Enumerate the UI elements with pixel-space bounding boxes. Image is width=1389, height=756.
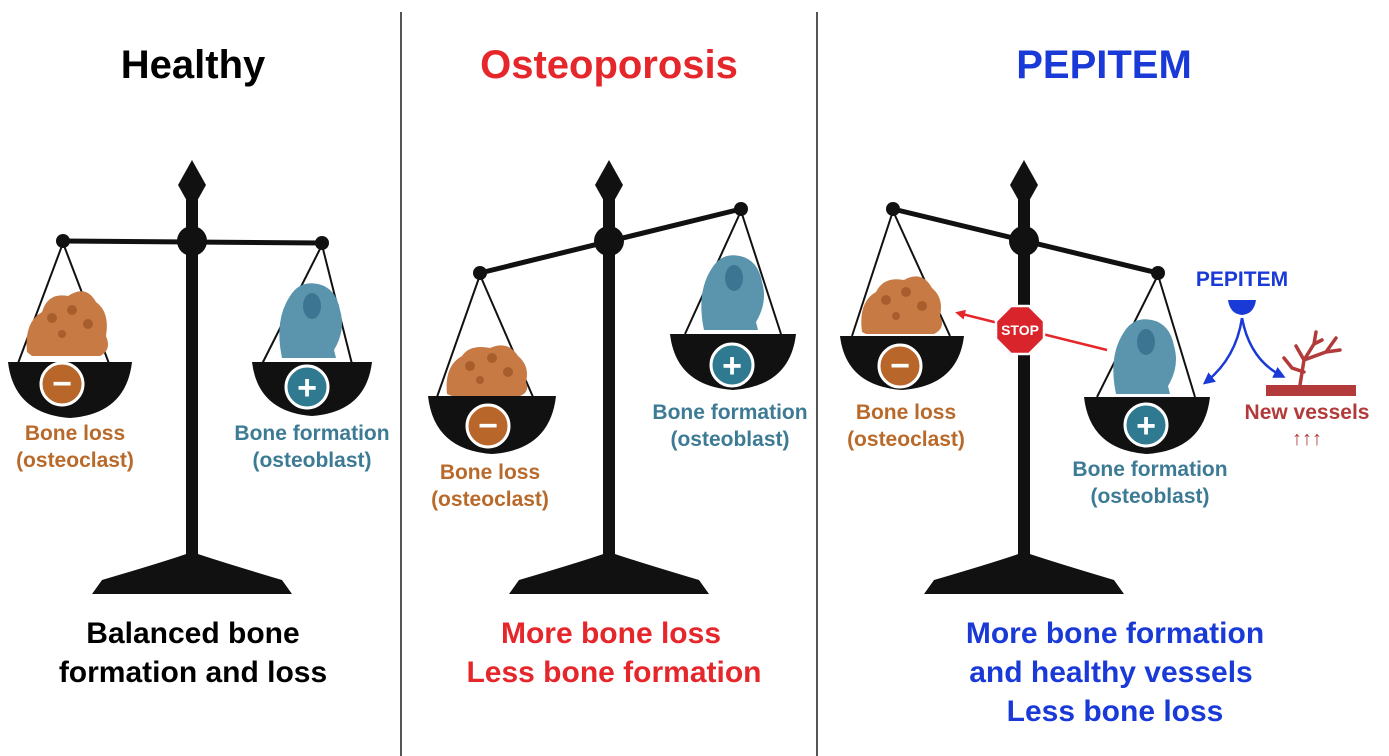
osteoclast-label-line1: Bone loss <box>25 422 125 445</box>
panel-osteoporosis: Osteoporosis − Bone loss (osteoclast) <box>428 43 808 689</box>
pepitem-arrow-to-vessels <box>1242 318 1282 376</box>
osteoblast-cell <box>1113 319 1176 394</box>
minus-icon: − <box>52 365 72 403</box>
osteoclast-label-line1: Bone loss <box>856 401 956 424</box>
osteoblast-label-line1: Bone formation <box>234 422 389 445</box>
osteoclast-label-line2: (osteoclast) <box>16 449 134 472</box>
minus-icon: − <box>478 407 498 445</box>
minus-icon: − <box>890 347 910 385</box>
osteoblast-label-line2: (osteoblast) <box>252 449 371 472</box>
osteoblast-label-line1: Bone formation <box>652 401 807 424</box>
caption-line1: More bone loss <box>501 617 721 650</box>
osteoblast-label-line1: Bone formation <box>1072 458 1227 481</box>
caption-line2: and healthy vessels <box>969 656 1252 689</box>
caption-line2: Less bone formation <box>466 656 761 689</box>
stop-label: STOP <box>1001 322 1039 338</box>
osteoclast-cell <box>447 345 528 396</box>
osteoclast-cell <box>861 276 942 334</box>
osteoclast-label-line2: (osteoclast) <box>847 428 965 451</box>
beam-end-left <box>56 234 70 248</box>
scale-pivot <box>594 226 624 256</box>
caption-line1: More bone formation <box>966 617 1264 650</box>
plus-icon: + <box>722 347 742 385</box>
osteoblast-label-line2: (osteoblast) <box>1090 485 1209 508</box>
blood-vessel-icon <box>1266 332 1356 396</box>
pepitem-label: PEPITEM <box>1196 268 1288 291</box>
scale-finial <box>1010 160 1038 210</box>
osteoclast-label-line2: (osteoclast) <box>431 488 549 511</box>
osteoblast-cell <box>279 283 342 358</box>
stop-sign-icon: STOP <box>996 306 1044 354</box>
increase-arrows: ↑↑↑ <box>1292 428 1322 450</box>
osteoclast-label-line1: Bone loss <box>440 461 540 484</box>
plus-icon: + <box>1136 407 1156 445</box>
panel-title: PEPITEM <box>1016 43 1192 87</box>
scale-pivot <box>177 226 207 256</box>
plus-icon: + <box>297 369 317 407</box>
panel-title: Healthy <box>121 43 266 87</box>
scale-finial <box>595 160 623 210</box>
pepitem-arrow-to-osteoblast <box>1206 318 1242 382</box>
caption-line1: Balanced bone <box>86 617 299 650</box>
panel-healthy: Healthy − Bone loss (osteoclast) <box>8 43 390 689</box>
caption-line3: Less bone loss <box>1007 695 1224 728</box>
new-vessels-label: New vessels <box>1245 401 1370 424</box>
scale-pivot <box>1009 226 1039 256</box>
panel-title: Osteoporosis <box>480 43 738 87</box>
caption-line2: formation and loss <box>59 656 327 689</box>
osteoblast-label-line2: (osteoblast) <box>670 428 789 451</box>
panel-pepitem: PEPITEM − Bone loss (osteoclast) <box>840 43 1369 728</box>
scale-finial <box>178 160 206 210</box>
osteoblast-cell <box>701 255 764 330</box>
osteoclast-cell <box>27 291 108 356</box>
pepitem-peptide-icon <box>1228 300 1256 315</box>
